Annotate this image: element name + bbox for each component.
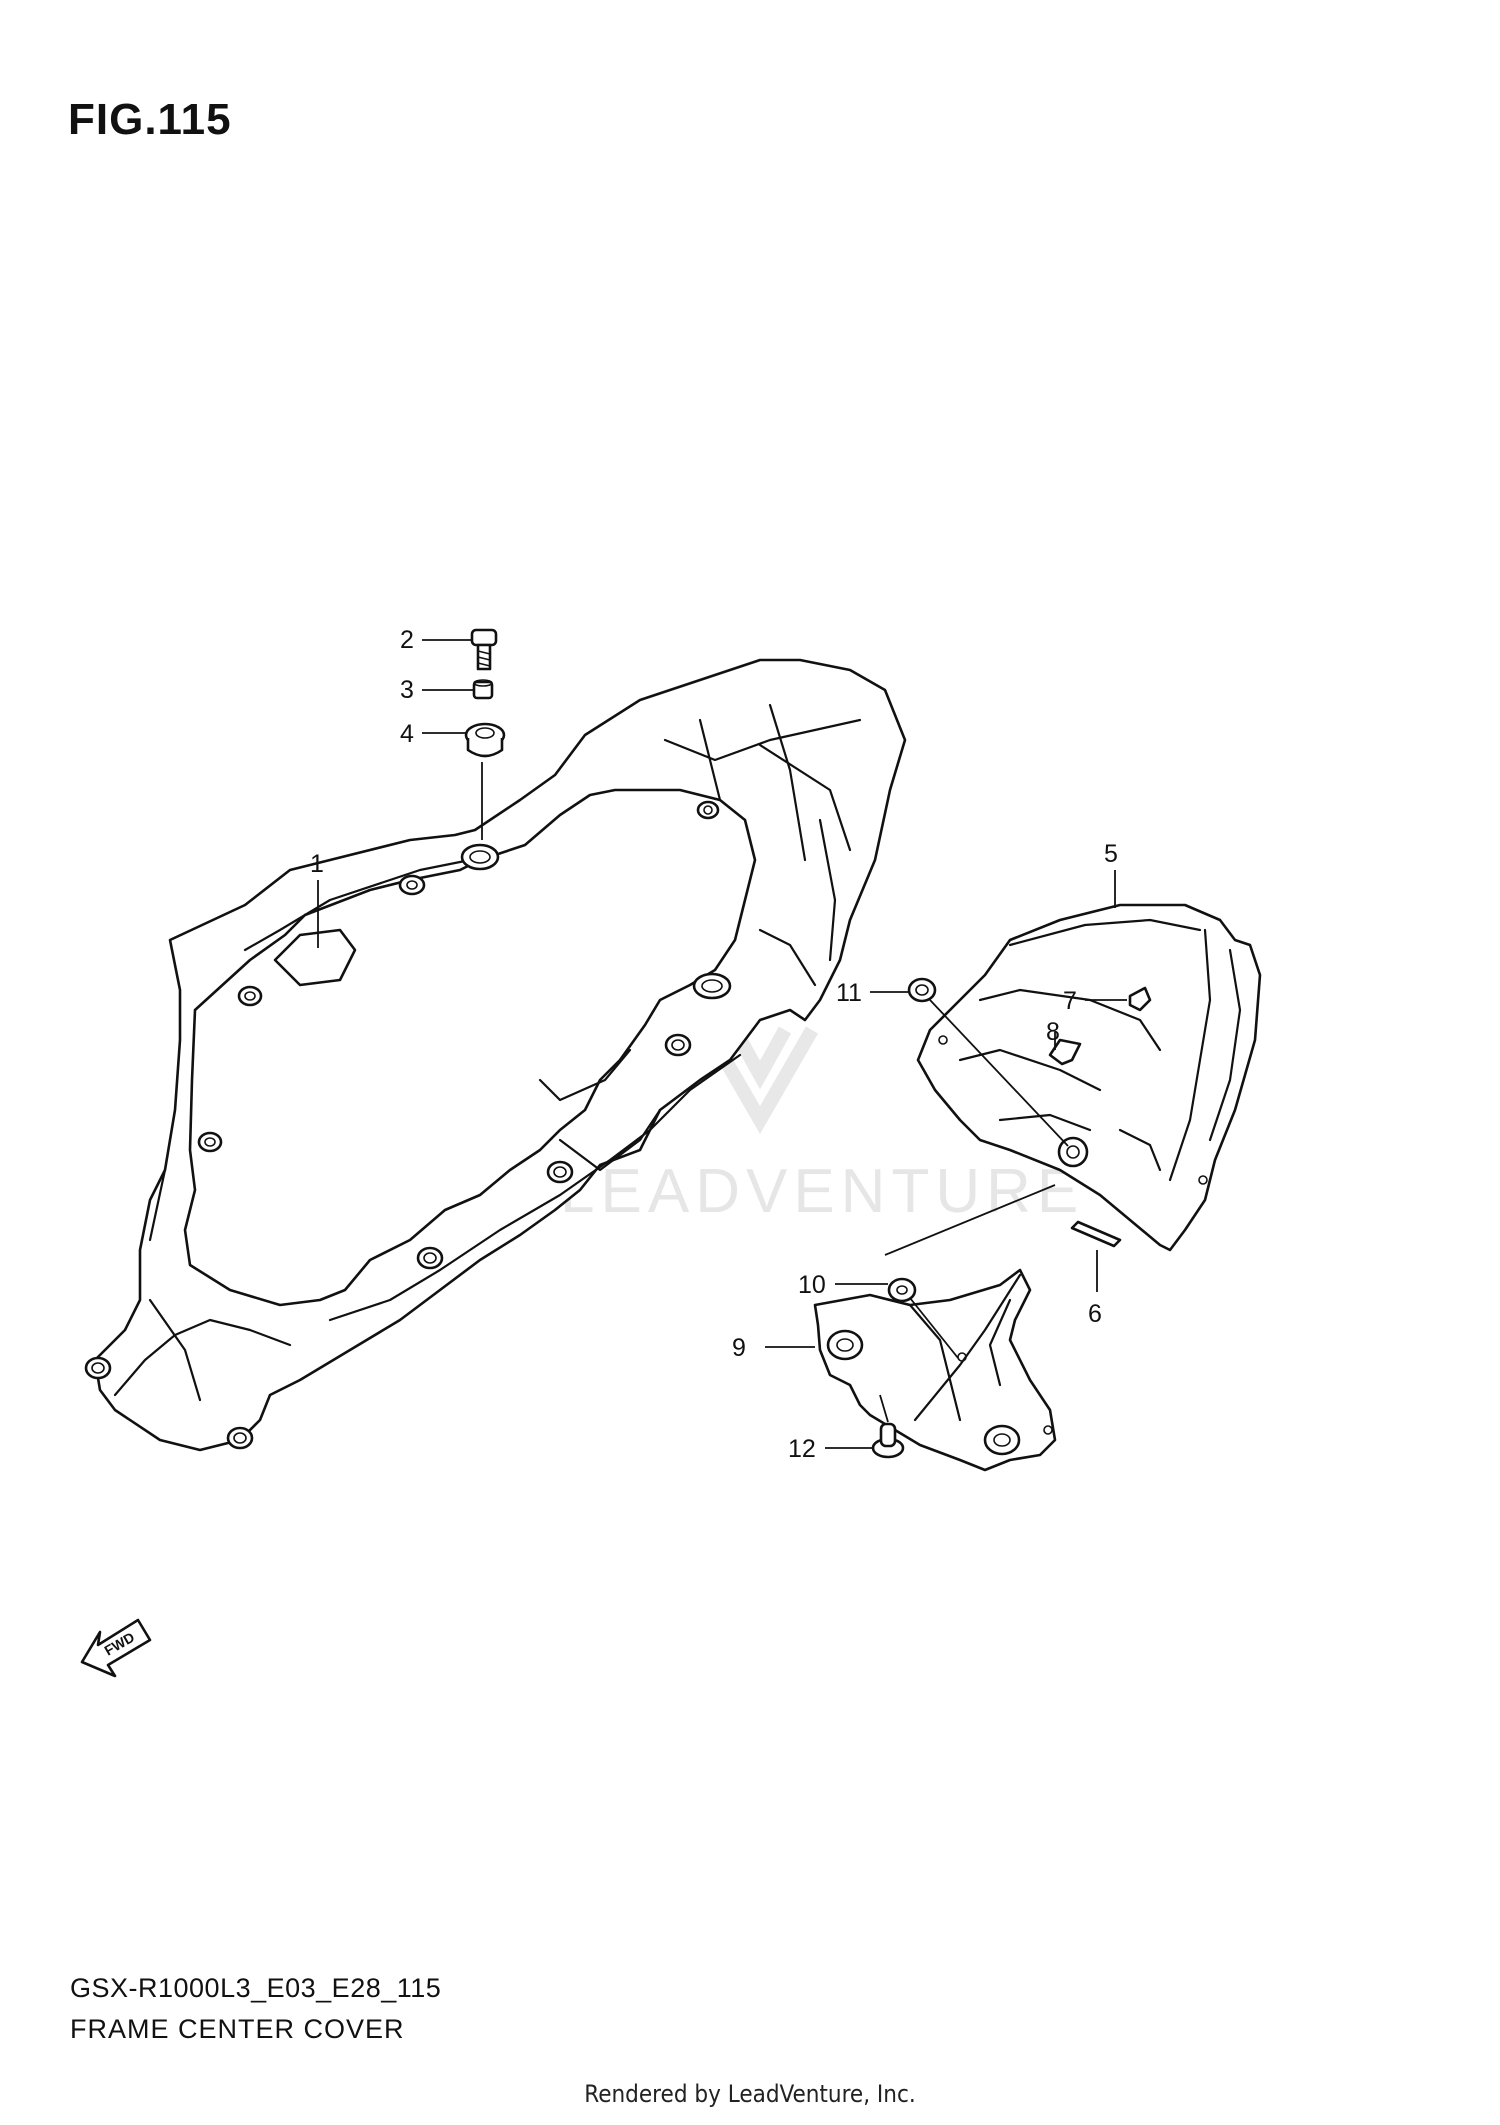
washer-part-10[interactable] [887, 1277, 917, 1303]
fwd-direction-arrow: FWD [80, 1618, 152, 1678]
mount-hole [237, 985, 263, 1007]
mount-hole [983, 1424, 1021, 1456]
watermark-text: LEADVENTURE [560, 1157, 1084, 1226]
mount-hole [197, 1131, 223, 1153]
mount-hole [692, 972, 732, 1000]
callout-8[interactable]: 8 [1046, 1018, 1060, 1050]
mount-hole [416, 1246, 444, 1270]
callout-3[interactable]: 3 [400, 676, 474, 704]
side-cover-part-5[interactable] [916, 903, 1262, 1252]
mount-hole [460, 843, 500, 871]
mount-hole [84, 1356, 112, 1380]
callout-label: 8 [1046, 1018, 1060, 1046]
mount-hole [696, 800, 720, 820]
callout-4[interactable]: 4 [400, 720, 466, 748]
mount-hole [826, 1329, 864, 1361]
grommet-part-4[interactable] [464, 722, 506, 758]
callout-label: 4 [400, 720, 414, 748]
callout-10[interactable]: 10 [798, 1271, 888, 1299]
lower-bracket-part-9[interactable] [813, 1268, 1057, 1472]
callout-label: 10 [798, 1271, 826, 1299]
callout-12[interactable]: 12 [788, 1435, 872, 1463]
callout-label: 6 [1088, 1300, 1102, 1328]
figure-name: FRAME CENTER COVER [70, 2014, 405, 2044]
callout-label: 12 [788, 1435, 816, 1463]
bolt-part-2[interactable] [470, 628, 498, 671]
frame-center-cover-part-1[interactable] [84, 658, 907, 1452]
figure-title: FIG.115 [68, 95, 232, 144]
mount-hole [1057, 1136, 1089, 1168]
callout-label: 1 [310, 850, 324, 878]
clip-part-7[interactable] [1128, 986, 1152, 1012]
strip-part-6[interactable] [1070, 1220, 1122, 1248]
cushion-part-8[interactable] [1048, 1038, 1082, 1066]
callout-9[interactable]: 9 [732, 1334, 815, 1362]
callout-label: 3 [400, 676, 414, 704]
callout-1[interactable]: 1 [310, 850, 324, 948]
callout-label: 9 [732, 1334, 746, 1362]
mount-hole [546, 1160, 574, 1184]
rivet-part-12[interactable] [871, 1422, 905, 1459]
mount-hole [226, 1426, 254, 1450]
callout-6[interactable]: 6 [1088, 1250, 1102, 1328]
model-code: GSX-R1000L3_E03_E28_115 [70, 1973, 442, 2003]
callout-7[interactable]: 7 [1063, 987, 1127, 1015]
callout-5[interactable]: 5 [1104, 840, 1118, 908]
nut-part-11[interactable] [907, 977, 937, 1003]
mount-hole [664, 1033, 692, 1057]
callout-label: 7 [1063, 987, 1077, 1015]
callout-label: 11 [836, 979, 862, 1007]
callout-label: 2 [400, 626, 414, 654]
footer-credit: Rendered by LeadVenture, Inc. [584, 2080, 916, 2108]
callout-11[interactable]: 11 [836, 979, 908, 1007]
collar-part-3[interactable] [472, 679, 494, 700]
callout-2[interactable]: 2 [400, 626, 472, 654]
mount-hole [398, 874, 426, 896]
callout-label: 5 [1104, 840, 1118, 868]
